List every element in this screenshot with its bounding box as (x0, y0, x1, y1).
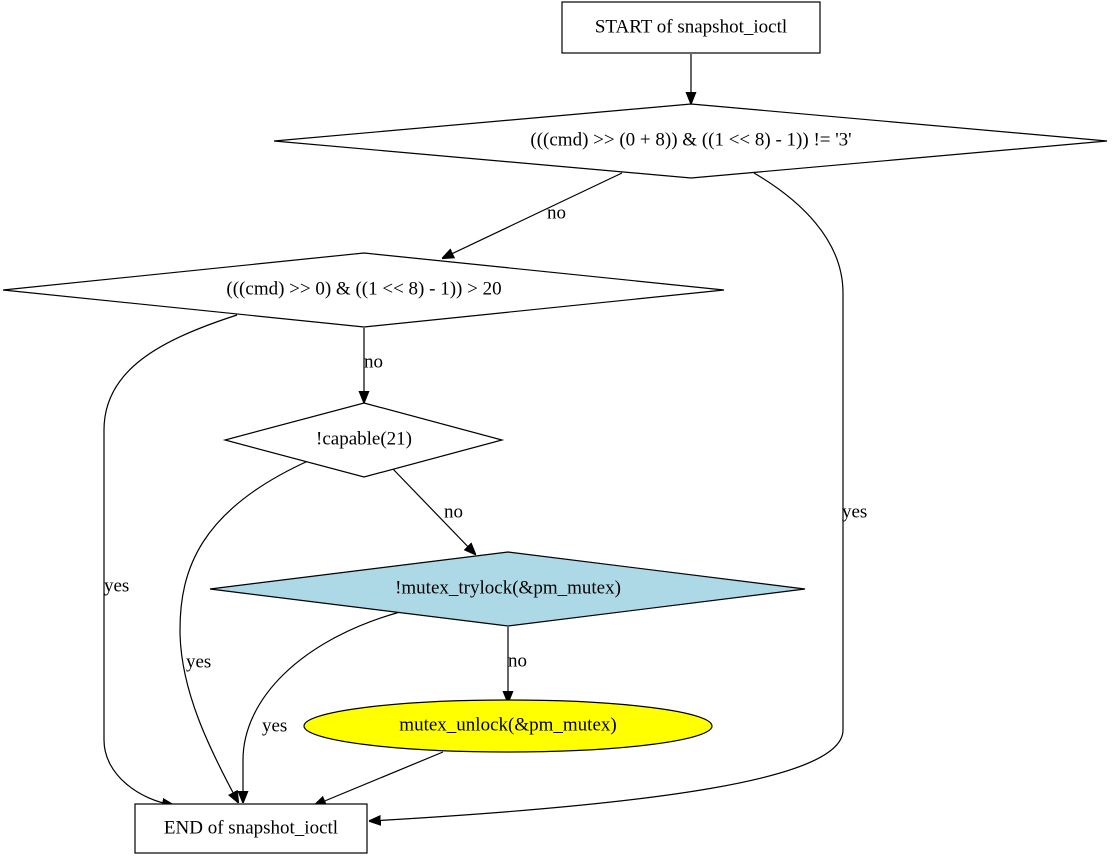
action-node-mutex-unlock-label: mutex_unlock(&pm_mutex) (399, 715, 616, 736)
condition-node-capable: !capable(21) (222, 402, 505, 478)
condition-node-capable-diamond (222, 402, 505, 478)
edge-label-cond3-yes: yes (186, 652, 211, 673)
start-node: START of snapshot_ioctl (561, 1, 821, 54)
condition-node-mutex-trylock-diamond (209, 551, 806, 627)
edge-label-cond4-yes: yes (262, 716, 287, 737)
condition-node-capable-label: !capable(21) (316, 429, 412, 450)
start-node-label: START of snapshot_ioctl (595, 17, 787, 38)
edge-cond1-yes (370, 172, 844, 821)
edge-cond1-no (443, 172, 623, 258)
edge-label-cond2-yes: yes (104, 576, 129, 597)
action-node-mutex-unlock-ellipse (303, 699, 713, 753)
condition-node-mutex-trylock-label: !mutex_trylock(&pm_mutex) (395, 578, 621, 599)
end-node-label: END of snapshot_ioctl (164, 818, 338, 839)
condition-node-cmd-nr-diamond (2, 252, 725, 328)
edge-label-cond4-no: no (508, 651, 527, 672)
action-node-mutex-unlock: mutex_unlock(&pm_mutex) (303, 699, 713, 753)
edge-label-cond3-no: no (444, 502, 463, 523)
start-node-box (561, 1, 821, 54)
edge-cond3-no (391, 467, 475, 554)
condition-node-cmd-type: (((cmd) >> (0 + 8)) & ((1 << 8) - 1)) !=… (273, 103, 1108, 179)
condition-node-cmd-nr-label: (((cmd) >> 0) & ((1 << 8) - 1)) > 20 (226, 279, 501, 300)
condition-node-cmd-type-diamond (273, 103, 1108, 179)
edge-cond2-yes (103, 314, 238, 805)
end-node: END of snapshot_ioctl (134, 803, 368, 854)
edge-label-cond2-no: no (364, 352, 383, 373)
edge-label-cond1-no: no (547, 203, 566, 224)
condition-node-cmd-nr: (((cmd) >> 0) & ((1 << 8) - 1)) > 20 (2, 252, 725, 328)
condition-node-cmd-type-label: (((cmd) >> (0 + 8)) & ((1 << 8) - 1)) !=… (530, 130, 851, 151)
edge-action-to-end (315, 751, 444, 805)
edge-cond3-yes (179, 460, 309, 802)
edge-label-cond1-yes: yes (842, 502, 867, 523)
end-node-box (134, 803, 368, 854)
condition-node-mutex-trylock: !mutex_trylock(&pm_mutex) (209, 551, 806, 627)
edge-cond4-yes (243, 611, 401, 802)
